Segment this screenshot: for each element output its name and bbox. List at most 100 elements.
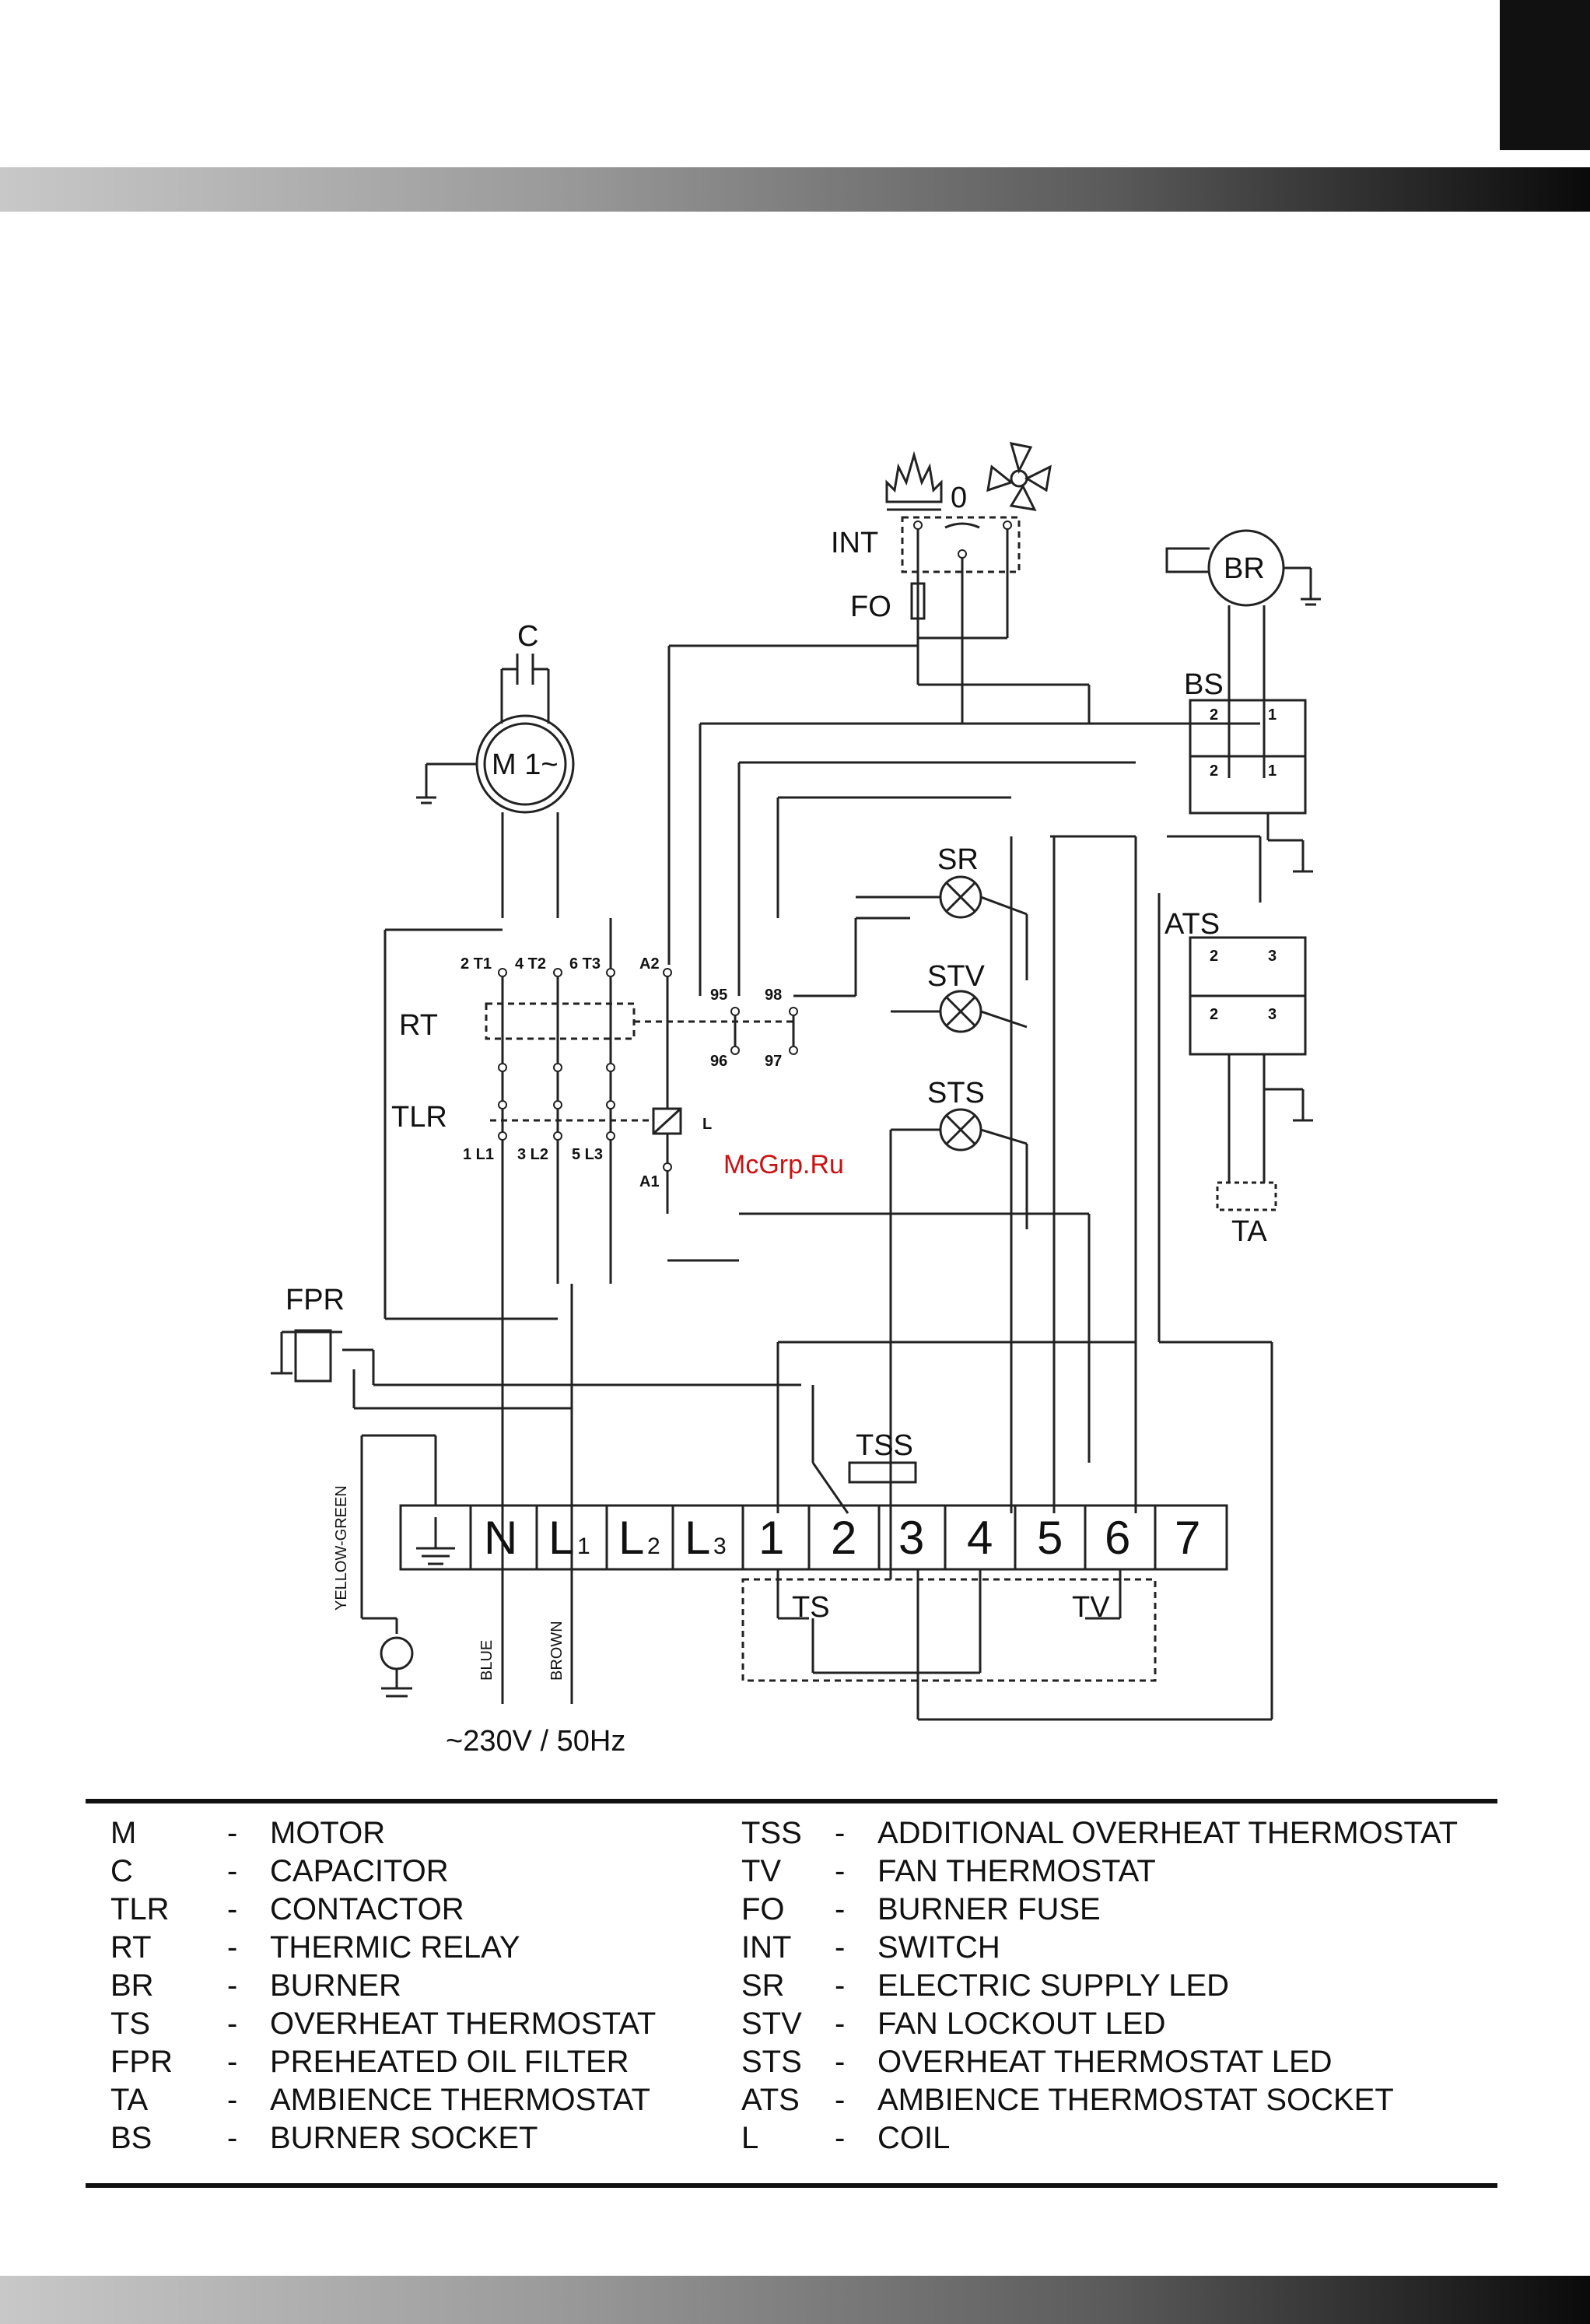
legend-desc: AMBIENCE THERMOSTAT [270,2083,650,2117]
thermic-relay-label: RT [399,1009,438,1042]
legend-left-column: M-MOTOR C-CAPACITOR TLR-CONTACTOR RT-THE… [110,1814,748,2157]
legend-row: STS-OVERHEAT THERMOSTAT LED [741,2043,1488,2081]
legend-dash: - [835,1968,846,2003]
switch-box [901,516,1021,573]
ambience-thermostat-label: TA [1231,1215,1267,1248]
contact-label: 1 L1 [463,1146,494,1163]
capacitor-label: C [517,620,538,653]
legend-desc: PREHEATED OIL FILTER [270,2045,629,2079]
contactor-label: TLR [391,1101,447,1134]
legend-code: L [741,2121,759,2155]
wiring-diagram: C M 1~ INT FO 0 BR BS ATS TA RT TLR FPR … [271,442,1321,1758]
legend-code: FO [741,1892,785,1926]
terminal-l1-sub: 1 [577,1534,590,1559]
legend-code: TA [110,2083,149,2117]
legend-desc: FAN LOCKOUT LED [877,2007,1166,2041]
contact-label: 98 [765,987,782,1004]
legend-dash: - [227,2121,238,2155]
legend-dash: - [835,1930,846,1965]
legend-row: TV-FAN THERMOSTAT [741,1853,1488,1891]
legend-desc: BURNER SOCKET [270,2121,538,2155]
switch-center-label: 0 [951,482,967,514]
fuse-symbol [910,582,926,620]
legend-desc: BURNER [270,1968,401,2003]
overheat-led-label: STS [927,1077,985,1109]
contact-label: A2 [639,955,660,973]
legend-row: SR -ELECTRIC SUPPLY LED [741,1967,1488,2005]
legend-row: BR-BURNER [110,1967,748,2005]
legend-desc: COIL [877,2121,951,2155]
legend-dash: - [227,2083,238,2117]
legend-code: TLR [110,1892,170,1926]
contact-label: 2 [1210,762,1218,780]
legend-desc: MOTOR [270,1816,386,1850]
overheat-thermostat-label: TS [792,1591,830,1624]
legend-code: STS [741,2045,802,2079]
legend-dash: - [835,1892,846,1926]
legend-desc: FAN THERMOSTAT [877,1854,1156,1888]
terminal-1: 1 [758,1512,784,1564]
legend-dash: - [227,1892,238,1926]
contact-label: 2 T1 [461,955,492,973]
legend-code: STV [741,2007,802,2041]
legend-row: INT-SWITCH [741,1929,1488,1967]
contact-label: 6 T3 [569,955,601,973]
terminal-5: 5 [1037,1512,1063,1564]
legend-dash: - [835,1854,846,1888]
terminal-4: 4 [967,1512,993,1564]
legend-desc: CAPACITOR [270,1854,449,1888]
switch-label: INT [831,527,878,559]
legend-code: C [110,1854,133,1888]
page-corner-tab [1500,0,1590,150]
legend-row: BS-BURNER SOCKET [110,2119,748,2157]
wire-label-blue: BLUE [478,1640,496,1681]
legend-right-column: TSS-ADDITIONAL OVERHEAT THERMOSTAT TV-FA… [741,1814,1488,2157]
legend-row: TA -AMBIENCE THERMOSTAT [110,2081,748,2119]
contact-label: 2 [1210,948,1218,965]
legend-desc: THERMIC RELAY [270,1930,520,1965]
terminal-l1: L [548,1512,574,1564]
terminal-n: N [484,1512,517,1564]
legend-row: ATS-AMBIENCE THERMOSTAT SOCKET [741,2081,1488,2119]
legend-row: FPR-PREHEATED OIL FILTER [110,2043,748,2081]
legend-desc: OVERHEAT THERMOSTAT LED [877,2045,1333,2079]
legend-dash: - [835,2007,846,2041]
legend-desc: ELECTRIC SUPPLY LED [877,1968,1230,2003]
legend-desc: BURNER FUSE [877,1892,1101,1926]
legend-row: STV-FAN LOCKOUT LED [741,2005,1488,2043]
watermark: McGrp.Ru [723,1150,844,1180]
thermostat-box [741,1578,1157,1682]
contact-label: 3 L2 [517,1146,548,1163]
legend-code: INT [741,1930,792,1965]
contact-label: 3 [1268,948,1277,965]
additional-thermostat-label: TSS [856,1429,913,1462]
legend-row: FO -BURNER FUSE [741,1891,1488,1929]
contact-label: 3 [1268,1006,1277,1023]
terminal-l2: L [618,1512,644,1564]
legend-dash: - [227,1968,238,2003]
legend-code: SR [741,1968,785,2003]
earth-terminal [380,1636,414,1670]
terminal-7: 7 [1175,1512,1200,1564]
ambience-socket-label: ATS [1164,908,1220,941]
legend-row: RT-THERMIC RELAY [110,1929,748,1967]
legend-row: TS-OVERHEAT THERMOSTAT [110,2005,748,2043]
legend-dash: - [835,2121,846,2155]
legend-code: ATS [741,2083,800,2117]
contact-label: 95 [710,987,727,1004]
contact-label: 96 [710,1053,727,1070]
legend-dash: - [227,1816,238,1850]
contact-label: 4 T2 [515,955,546,973]
legend-row: L -COIL [741,2119,1488,2157]
motor-label: M 1~ [492,748,559,781]
legend-table: M-MOTOR C-CAPACITOR TLR-CONTACTOR RT-THE… [86,1799,1497,2188]
legend-dash: - [227,2007,238,2041]
legend-code: TS [110,2007,151,2041]
terminal-l2-sub: 2 [647,1534,660,1559]
header-gradient-bar [0,167,1590,212]
supply-label: ~230V / 50Hz [446,1725,625,1758]
contact-label: 5 L3 [572,1146,603,1163]
legend-dash: - [835,1816,846,1850]
legend-row: M-MOTOR [110,1814,748,1853]
terminal-6: 6 [1105,1512,1130,1564]
